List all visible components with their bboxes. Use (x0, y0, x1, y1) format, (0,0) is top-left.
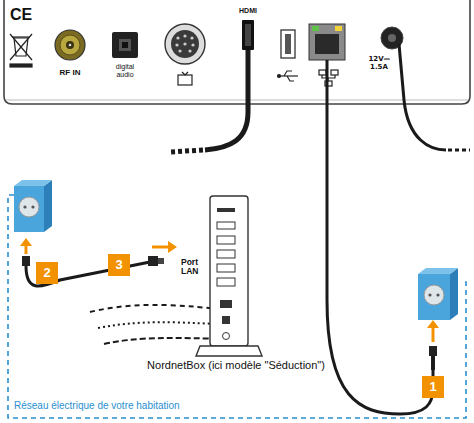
rj45-plug (148, 256, 158, 266)
node-text: NordnetBox (ici modèle "Séduction") (147, 359, 325, 371)
node-text: CE (10, 6, 40, 24)
node-text: Réseau électrique de votre habitation (14, 400, 254, 411)
callout-number: 1 (422, 376, 444, 398)
powerline-adapter (418, 268, 458, 320)
callout-number: 2 (36, 262, 58, 284)
node-text: digital audio (108, 63, 142, 78)
region-outline (8, 195, 466, 418)
node-text: RF IN (50, 69, 90, 78)
router (90, 196, 262, 356)
set-top-box: CE RF IN digital audio HDMI 12V⎓ 1.5A (4, 0, 470, 104)
optical-port (112, 32, 138, 58)
hdmi-cable (205, 50, 248, 150)
rf-connector (55, 30, 85, 60)
tv-port (165, 24, 205, 64)
callout-box (36, 262, 58, 284)
rj45-plug (429, 346, 437, 356)
powerline-adapter (14, 180, 52, 232)
usb-port (281, 30, 295, 58)
node-text: 12V⎓ 1.5A (364, 56, 394, 71)
callout-box (422, 376, 444, 398)
callout-number: 3 (108, 254, 130, 276)
rj45-plug (22, 256, 30, 266)
port-label: Port LAN (181, 258, 209, 277)
weee-icon (10, 34, 32, 67)
router-box: NordnetBox (ici modèle "Séduction") (200, 195, 272, 357)
ethernet-port (309, 24, 345, 60)
ethernet-cable (327, 60, 433, 414)
tv-icon (178, 72, 192, 85)
ethernet-cable (26, 262, 150, 286)
network-region: Réseau électrique de votre habitation Nor… (8, 195, 466, 418)
hdmi-port (242, 20, 254, 50)
node-text: HDMI (232, 7, 264, 15)
power-cable (399, 44, 446, 150)
callout-box (108, 254, 130, 276)
usb-icon (278, 71, 299, 81)
